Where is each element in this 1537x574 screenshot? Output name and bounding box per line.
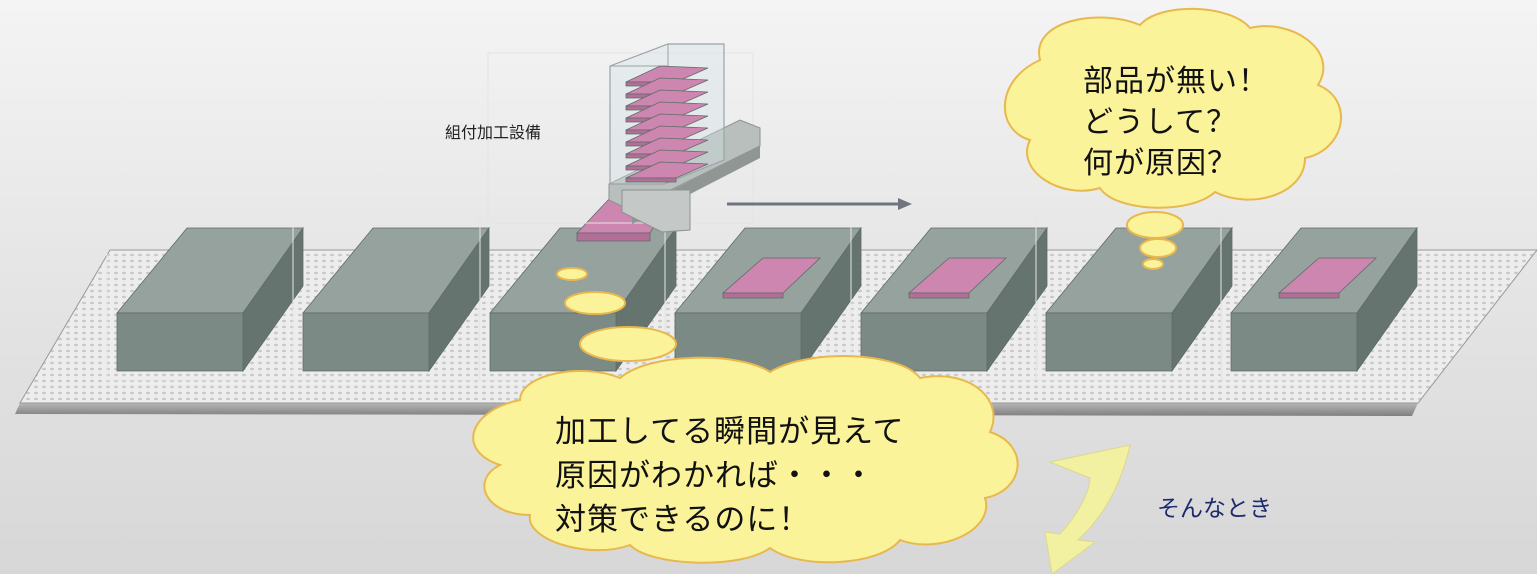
workpiece-block xyxy=(292,217,490,381)
block-front xyxy=(1230,312,1358,372)
next-step-arrow xyxy=(1044,444,1131,574)
workpiece-blocks xyxy=(106,197,1418,381)
equipment-label: 組付加工設備 xyxy=(445,123,542,142)
top-bubble-line-3: 何が原因？ xyxy=(1083,146,1238,181)
bottom-bubble-line-3: 対策できるのに！ xyxy=(555,502,811,538)
workpiece-block xyxy=(1220,217,1418,381)
bottom-thought-bubble xyxy=(472,355,1019,564)
workpiece-block xyxy=(106,217,304,381)
thought-trail-left xyxy=(556,267,677,362)
top-thought-bubble xyxy=(1004,7,1342,270)
part-edge xyxy=(722,292,784,299)
next-step-label: そんなとき xyxy=(1157,496,1272,522)
part-edge xyxy=(1278,292,1340,299)
stacked-part-edge xyxy=(625,177,677,183)
bottom-bubble-line-2: 原因がわかれば・・・ xyxy=(555,458,875,494)
top-bubble-line-1: 部品が無い！ xyxy=(1083,64,1269,99)
assembly-equipment xyxy=(487,43,761,233)
workpiece-block xyxy=(479,217,677,381)
block-front xyxy=(860,312,988,372)
part-edge xyxy=(908,292,970,299)
part-being-pushed-edge xyxy=(576,232,651,242)
workpiece-block xyxy=(1035,217,1233,381)
motion-arrow xyxy=(727,198,912,210)
top-bubble-line-2: どうして？ xyxy=(1083,105,1238,140)
block-front xyxy=(116,312,244,372)
workpiece-block xyxy=(850,217,1048,381)
bottom-bubble-line-1: 加工してる瞬間が見えて xyxy=(555,414,905,450)
block-front xyxy=(1045,312,1173,372)
block-front xyxy=(302,312,430,372)
block-front xyxy=(489,312,617,372)
